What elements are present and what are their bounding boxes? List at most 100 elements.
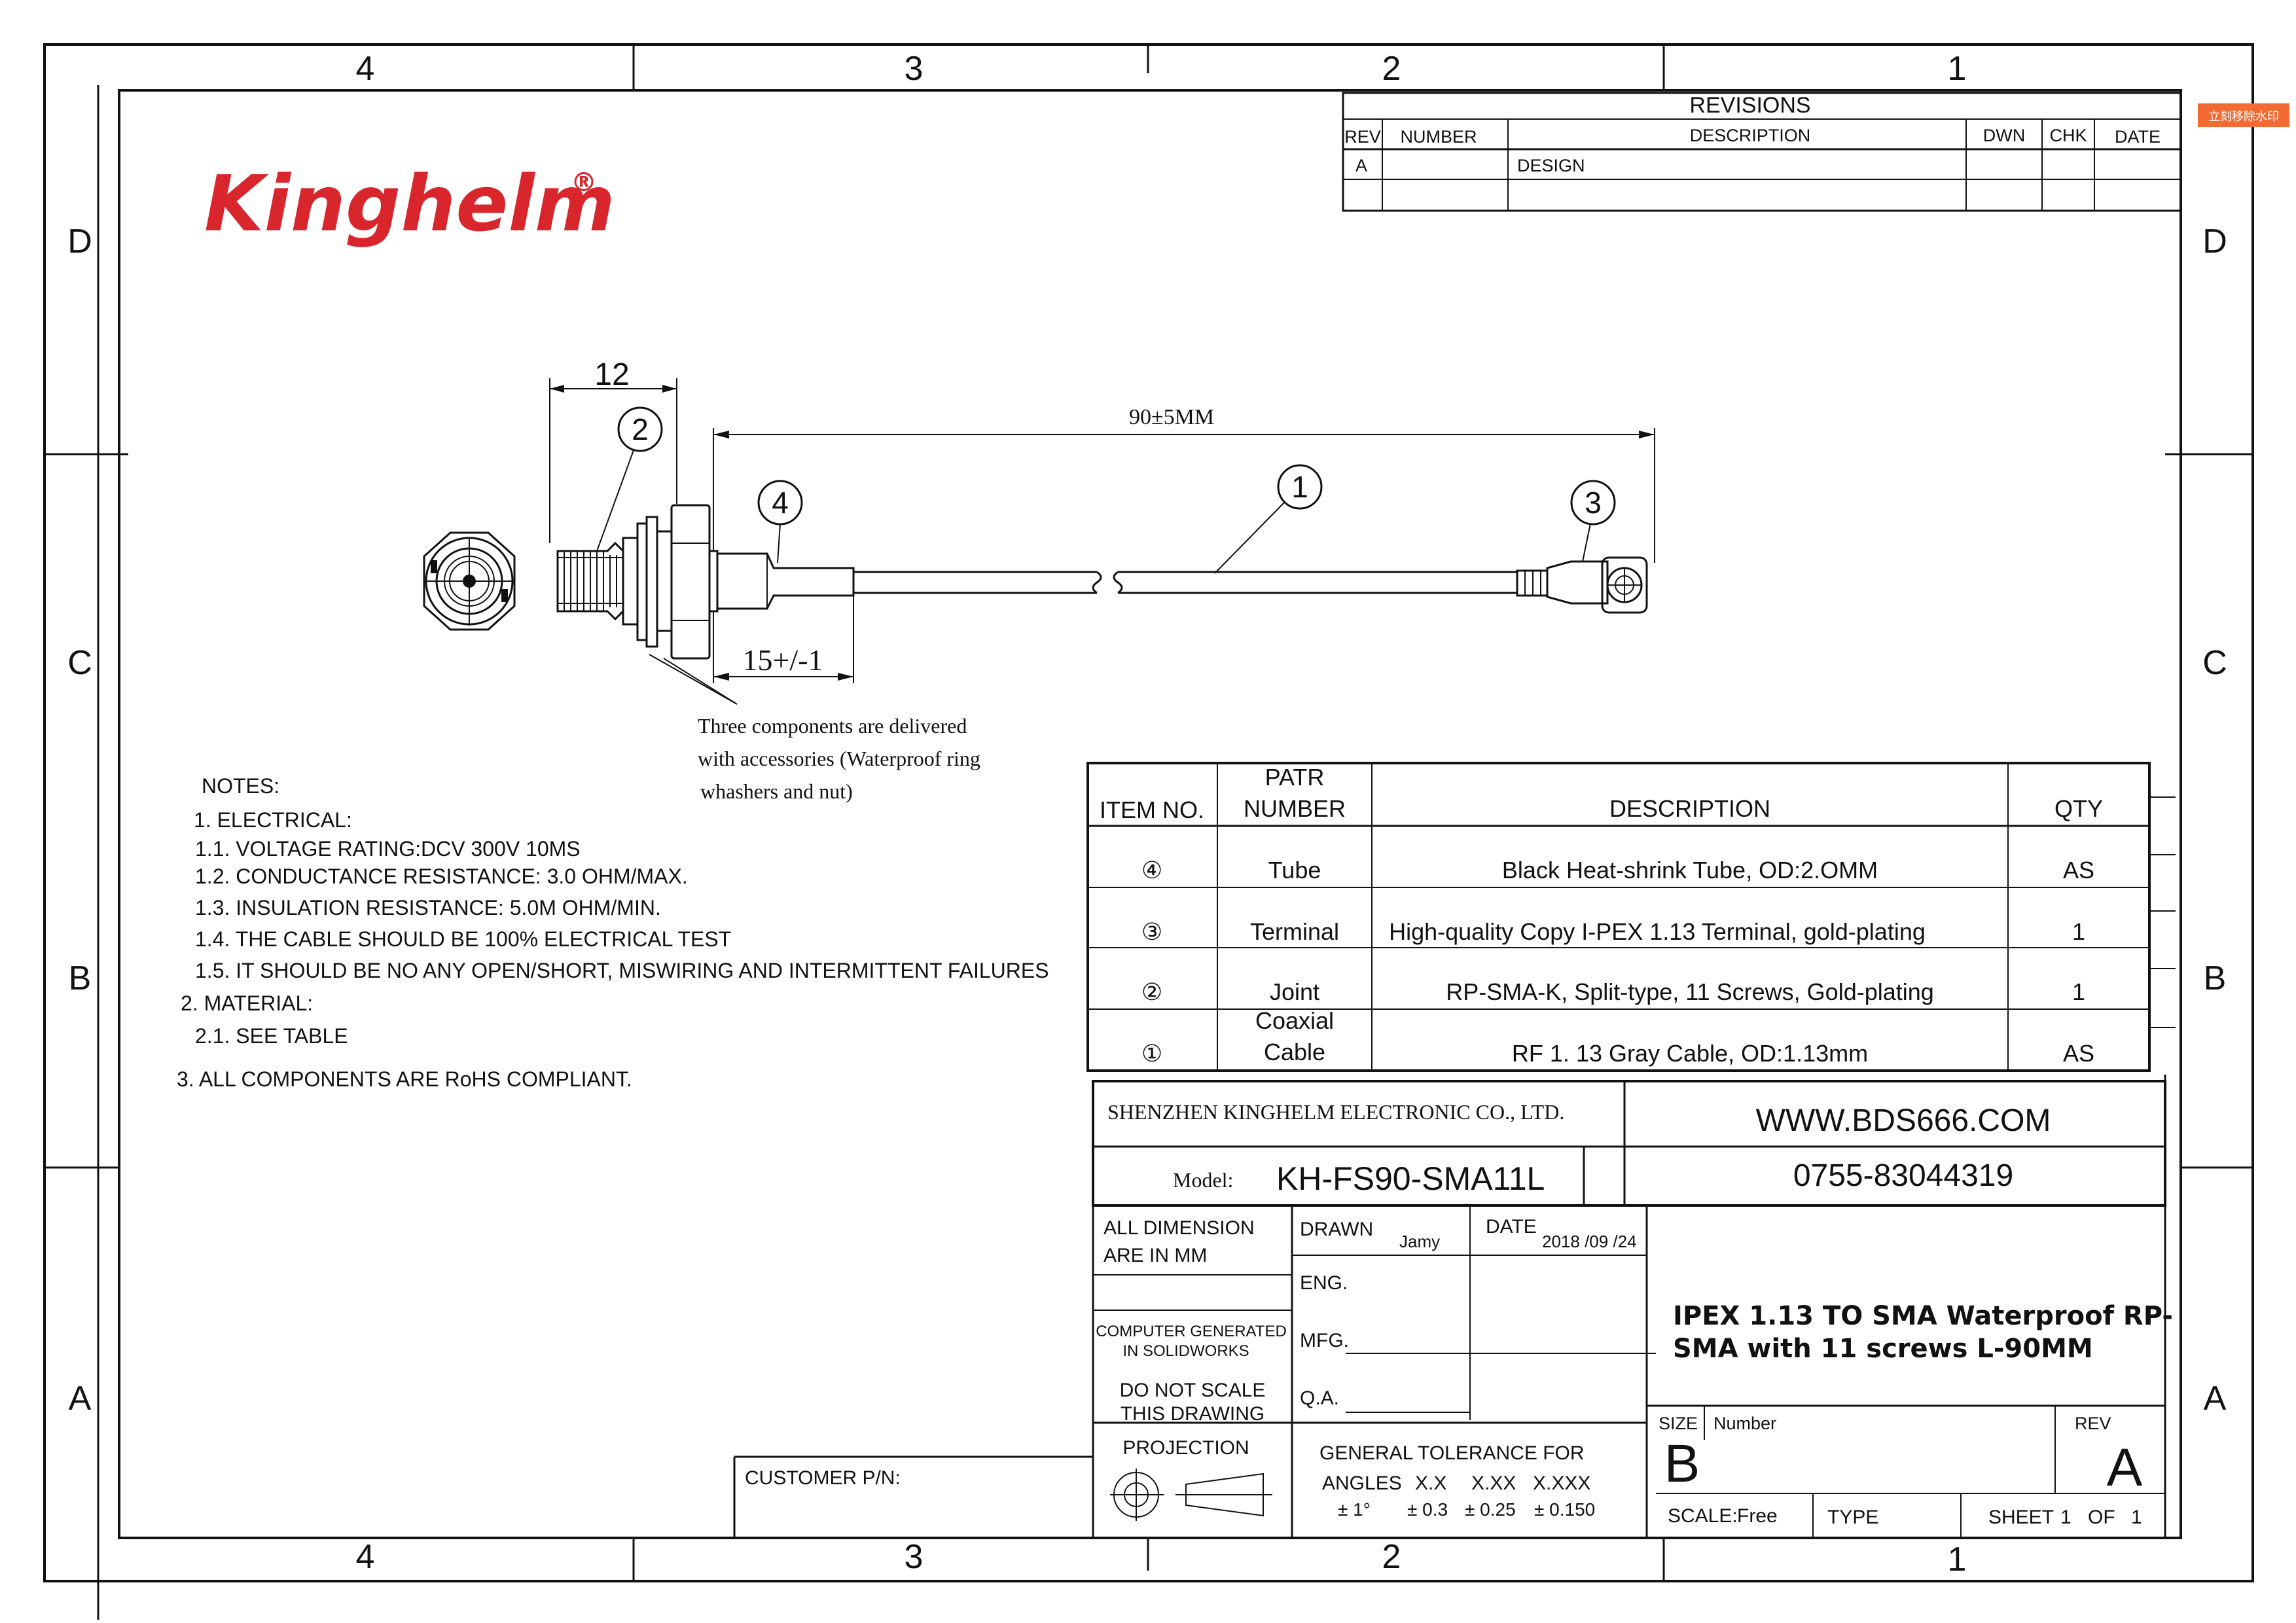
- qa-label: Q.A.: [1300, 1387, 1339, 1409]
- zone-col-top-3: 3: [905, 50, 924, 88]
- mfg-label: MFG.: [1300, 1330, 1349, 1351]
- revisions-title: REVISIONS: [1689, 93, 1810, 118]
- number-label: Number: [1713, 1414, 1776, 1433]
- phone-number: 0755-83044319: [1793, 1158, 2013, 1193]
- notes-line: 1.3. INSULATION RESISTANCE: 5.0M OHM/MIN…: [195, 896, 661, 919]
- thread-lines: [558, 551, 623, 611]
- eng-label: ENG.: [1300, 1272, 1348, 1294]
- rev-header-dwn: DWN: [1983, 126, 2025, 145]
- watermark-tag[interactable]: 立刻移除水印: [2198, 103, 2289, 127]
- revisions-table: REVISIONS REV NUMBER DESCRIPTION DWN CHK…: [1342, 92, 2182, 212]
- notes-line: 1. ELECTRICAL:: [194, 808, 352, 832]
- zone-row-left-a: A: [69, 1380, 92, 1418]
- tolerance-value-xx: ± 0.3: [1407, 1499, 1448, 1520]
- watermark-tag-text: 立刻移除水印: [2208, 110, 2279, 123]
- dimension-note-line1: ALL DIMENSION: [1103, 1217, 1255, 1239]
- bom-row-part-line2: Cable: [1264, 1039, 1325, 1065]
- zone-col-bottom-1: 1: [1948, 1541, 1967, 1578]
- dimension-tube-length: 15+/-1: [713, 596, 854, 683]
- tolerance-value-xxx: ± 0.25: [1465, 1499, 1516, 1520]
- dimension-note-line2: ARE IN MM: [1103, 1245, 1207, 1266]
- size-label: SIZE: [1659, 1414, 1698, 1433]
- zone-row-right-b: B: [2204, 959, 2227, 997]
- bom-header-item: ITEM NO.: [1100, 796, 1204, 823]
- notes-line: 1.4. THE CABLE SHOULD BE 100% ELECTRICAL…: [195, 927, 731, 951]
- notes: NOTES: 1. ELECTRICAL: 1.1. VOLTAGE RATIN…: [177, 774, 1049, 1091]
- notes-line: 1.2. CONDUCTANCE RESISTANCE: 3.0 OHM/MAX…: [195, 865, 688, 888]
- company-name: SHENZHEN KINGHELM ELECTRONIC CO., LTD.: [1107, 1100, 1564, 1124]
- rev-row-description: DESIGN: [1517, 156, 1585, 175]
- bom-row-part: Joint: [1270, 978, 1319, 1005]
- bom-header-part-line2: NUMBER: [1244, 795, 1346, 822]
- accessory-note: Three components are delivered with acce…: [698, 714, 980, 803]
- zone-col-top-4: 4: [356, 50, 375, 88]
- rev-header-number: NUMBER: [1400, 127, 1477, 147]
- tolerance-label-xx: X.X: [1415, 1472, 1446, 1494]
- zone-row-left-c: C: [67, 644, 92, 682]
- bom-row-description: RF 1. 13 Gray Cable, OD:1.13mm: [1512, 1040, 1868, 1067]
- dim-12-label: 12: [594, 357, 629, 392]
- bom-row-qty: AS: [2063, 857, 2094, 883]
- ipex-terminal: [1516, 556, 1648, 614]
- zone-row-left-b: B: [69, 959, 92, 997]
- bom-row-item: ④: [1141, 857, 1162, 883]
- do-not-scale-line2: THIS DRAWING: [1121, 1403, 1265, 1425]
- coaxial-cable: [853, 571, 1517, 594]
- accessory-note-line1: Three components are delivered: [698, 714, 967, 738]
- tolerance-label-xxxx: X.XXX: [1533, 1472, 1590, 1494]
- logo-registered-mark: ®: [571, 168, 597, 198]
- part-drawing: 12 90±5MM 15+/-1 1 2: [423, 357, 1655, 705]
- notes-line: 1.1. VOLTAGE RATING:DCV 300V 10MS: [195, 837, 581, 861]
- third-angle-projection-icon: [1110, 1469, 1272, 1521]
- scale-value: Free: [1737, 1505, 1778, 1527]
- do-not-scale-line1: DO NOT SCALE: [1120, 1380, 1266, 1401]
- size-value: B: [1664, 1434, 1700, 1493]
- balloon-1-label: 1: [1291, 470, 1308, 504]
- computer-generated-line1: COMPUTER GENERATED: [1096, 1323, 1287, 1340]
- zone-row-right-c: C: [2202, 644, 2227, 682]
- zone-row-right-d: D: [2202, 223, 2227, 260]
- rev-label: REV: [2075, 1414, 2111, 1433]
- bom-row-part: Terminal: [1250, 918, 1339, 945]
- rev-value: A: [2107, 1438, 2143, 1497]
- computer-generated-line2: IN SOLIDWORKS: [1122, 1342, 1249, 1360]
- balloon-3-label: 3: [1585, 486, 1602, 520]
- balloon-2: 2: [596, 406, 663, 552]
- bom-row-description: High-quality Copy I-PEX 1.13 Terminal, g…: [1389, 918, 1926, 945]
- bom-row-qty: AS: [2063, 1040, 2094, 1067]
- zone-col-bottom-4: 4: [356, 1538, 375, 1576]
- projection-label: PROJECTION: [1122, 1437, 1249, 1459]
- accessory-leader: [649, 654, 738, 705]
- bom-row-item: ②: [1141, 978, 1162, 1005]
- rev-row-rev: A: [1355, 156, 1367, 175]
- tolerance-heading: GENERAL TOLERANCE FOR: [1319, 1442, 1585, 1464]
- bom-row-description: RP-SMA-K, Split-type, 11 Screws, Gold-pl…: [1446, 978, 1934, 1005]
- tolerance-value-xxxx: ± 0.150: [1534, 1499, 1595, 1520]
- model-label: Model:: [1173, 1168, 1233, 1192]
- drawing-title-line1: IPEX 1.13 TO SMA Waterproof RP-: [1673, 1301, 2173, 1331]
- zone-col-bottom-2: 2: [1382, 1538, 1401, 1576]
- type-label: TYPE: [1827, 1507, 1878, 1528]
- drawn-label: DRAWN: [1300, 1219, 1373, 1240]
- zone-col-bottom-3: 3: [905, 1538, 924, 1576]
- of-value: 1: [2131, 1507, 2142, 1528]
- bom-header-description: DESCRIPTION: [1609, 795, 1770, 822]
- drawn-by: Jamy: [1399, 1232, 1440, 1251]
- zone-col-top-2: 2: [1382, 50, 1401, 88]
- dimension-cable-length: 90±5MM: [713, 405, 1655, 563]
- bom-header-part-line1: PATR: [1265, 764, 1325, 791]
- sheet-frame: [43, 43, 2254, 1620]
- balloon-2-label: 2: [632, 412, 649, 446]
- sheet-label: SHEET: [1988, 1507, 2054, 1528]
- tolerance-value-angles: ± 1°: [1338, 1499, 1371, 1520]
- customer-pn-label: CUSTOMER P/N:: [745, 1467, 901, 1489]
- balloon-4: 4: [757, 480, 803, 563]
- bom-row-part: Tube: [1268, 857, 1321, 883]
- accessory-note-line3: whashers and nut): [700, 779, 853, 803]
- notes-line: 3. ALL COMPONENTS ARE RoHS COMPLIANT.: [177, 1067, 632, 1091]
- dim-90-label: 90±5MM: [1129, 405, 1214, 429]
- tolerance-label-xxx: X.XX: [1471, 1472, 1516, 1494]
- date-value: 2018 /09 /24: [1542, 1232, 1637, 1251]
- bom-row-qty: 1: [2072, 918, 2085, 945]
